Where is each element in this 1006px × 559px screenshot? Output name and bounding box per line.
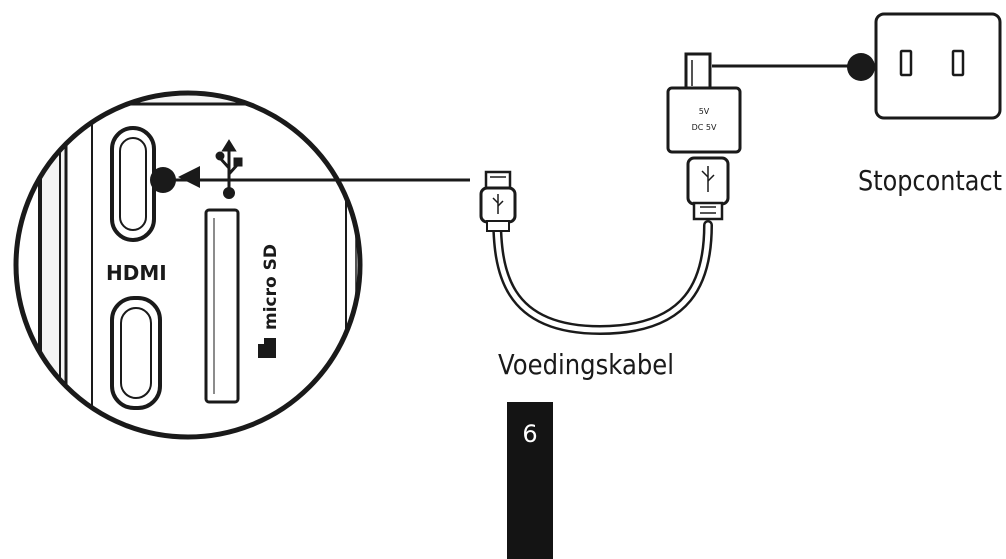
- micro-sd-slot: [204, 208, 240, 404]
- hdmi-port: [110, 296, 162, 410]
- hdmi-label: HDMI: [106, 261, 167, 285]
- device-port-closeup: HDMI micro SD: [13, 90, 363, 440]
- outlet-label: Stopcontact: [858, 164, 1002, 197]
- page-number-tab: 6: [507, 402, 553, 559]
- micro-sd-label: micro SD: [261, 244, 281, 330]
- micro-usb-plug: [479, 170, 517, 232]
- power-cable: [479, 156, 730, 336]
- outlet-slot-right: [951, 49, 965, 77]
- micro-usb-port: [110, 126, 156, 242]
- outlet-slot-left: [899, 49, 913, 77]
- pointer-arrow-icon: [178, 166, 200, 188]
- page-number: 6: [522, 420, 537, 448]
- usb-connection-dot: [150, 167, 176, 193]
- usb-icon: [215, 139, 243, 199]
- adapter-text-line1: 5V: [699, 107, 710, 116]
- cable-label: Voedingskabel: [498, 348, 674, 381]
- usb-a-plug: [686, 156, 730, 221]
- wall-outlet: [874, 12, 1002, 120]
- adapter-text-line2: DC 5V: [692, 123, 717, 132]
- power-adapter: 5V DC 5V: [666, 52, 742, 154]
- outlet-connection-dot: [847, 53, 875, 81]
- sd-card-icon: [258, 338, 276, 358]
